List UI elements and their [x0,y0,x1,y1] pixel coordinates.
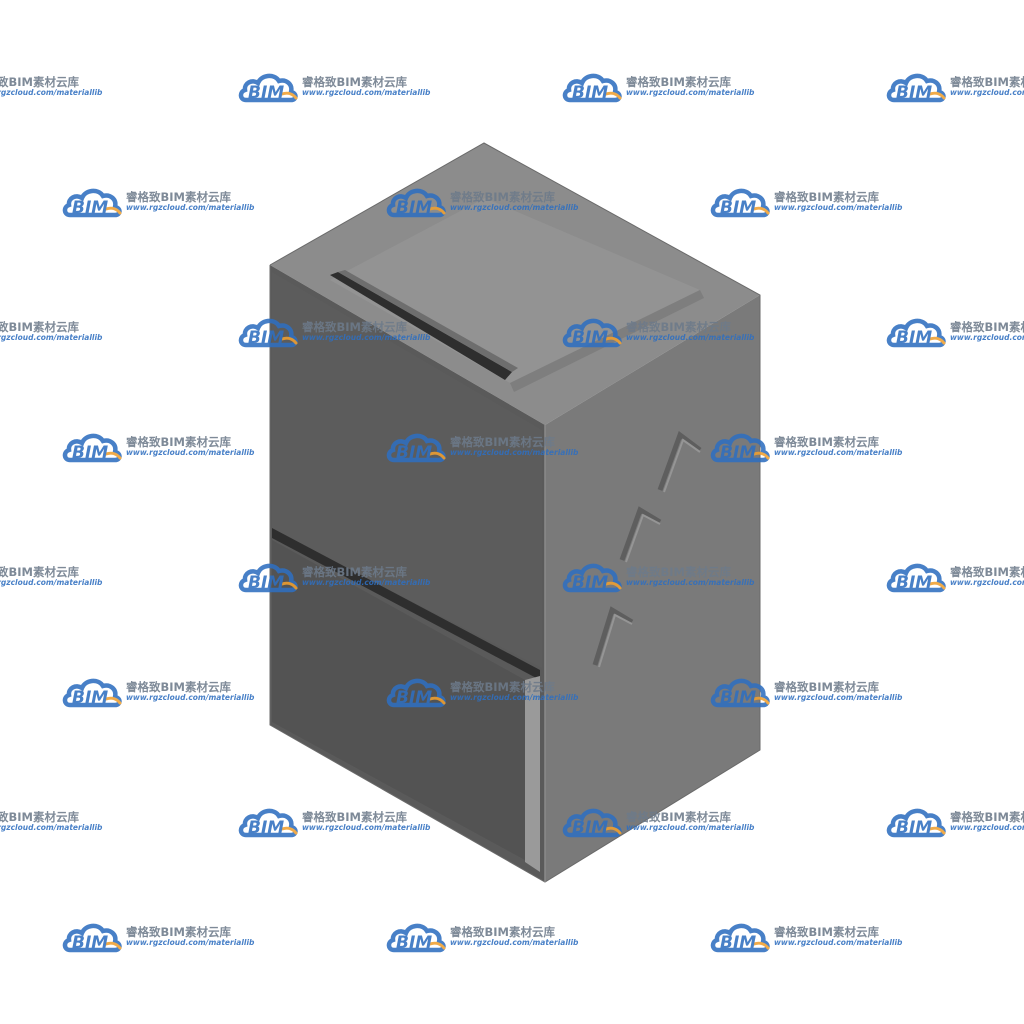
cabinet-side-mark-1 [657,430,702,491]
cabinet-top-raised-panel [330,198,700,383]
cabinet-side-mark-3-light [598,613,633,668]
cabinet-side-mark-1-light [663,438,701,493]
cabinet-side-face [545,295,760,882]
cabinet-top-slot-lip [338,270,518,372]
cabinet-side-mark-2-light [625,513,661,563]
cabinet-outline [269,142,761,883]
cabinet-upper-drawer [272,272,542,668]
cabinet-side-mark-3 [592,606,634,666]
cabinet-drawer-groove [272,528,540,680]
cabinet-lower-drawer-edge [525,676,540,872]
cabinet-top-slot [330,272,512,380]
cabinet-side-mark-2 [619,506,662,561]
